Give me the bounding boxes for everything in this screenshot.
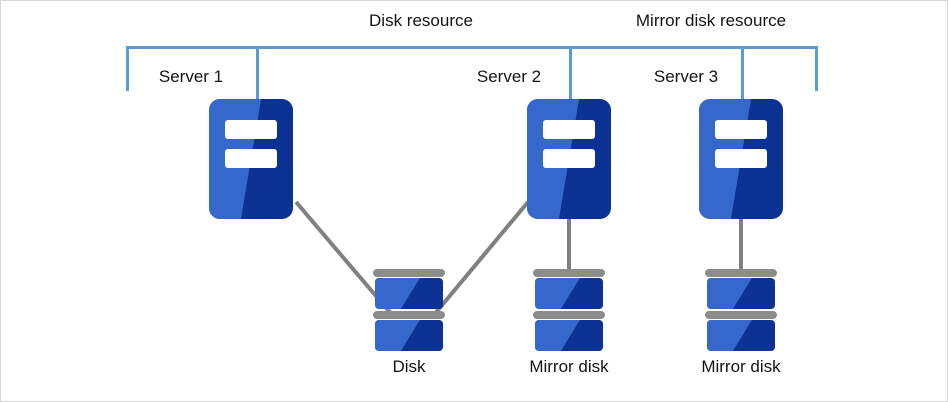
connector-server2-to-disk bbox=[432, 200, 530, 317]
server-slot-bar bbox=[543, 120, 595, 139]
disk-highlight bbox=[375, 278, 420, 309]
disk-highlight bbox=[375, 320, 420, 351]
caption-mirror-disk-2: Mirror disk bbox=[701, 357, 781, 376]
server-slot-bar bbox=[543, 149, 595, 168]
disk-highlight bbox=[535, 320, 580, 351]
server-icon-2[interactable] bbox=[527, 99, 611, 219]
server-slot-bar bbox=[715, 120, 767, 139]
disk-platter bbox=[375, 320, 443, 351]
disk-icon-mirror-2[interactable] bbox=[705, 269, 777, 351]
server-label-3: Server 3 bbox=[653, 67, 719, 86]
disk-highlight bbox=[707, 278, 752, 309]
disk-plate bbox=[533, 311, 605, 319]
disk-platter bbox=[535, 320, 603, 351]
disk-plate bbox=[373, 311, 445, 319]
disk-platter bbox=[535, 278, 603, 309]
caption-disk: Disk bbox=[392, 357, 426, 376]
disk-platter bbox=[707, 320, 775, 351]
disk-plate bbox=[705, 311, 777, 319]
resource-tick-server2-server3 bbox=[569, 46, 572, 99]
disk-highlight bbox=[707, 320, 752, 351]
resource-tick-right bbox=[741, 46, 744, 99]
connector-server2-to-mirror-disk-1 bbox=[567, 217, 571, 273]
connector-server3-to-mirror-disk-2 bbox=[739, 217, 743, 273]
disk-icon-shared[interactable] bbox=[373, 269, 445, 351]
resource-tick-left bbox=[126, 46, 129, 91]
server-slot-bar bbox=[225, 149, 277, 168]
caption-mirror-disk-1: Mirror disk bbox=[529, 357, 609, 376]
disk-icon-mirror-1[interactable] bbox=[533, 269, 605, 351]
disk-plate bbox=[373, 269, 445, 277]
server-label-2: Server 2 bbox=[476, 67, 542, 86]
server-slot-bar bbox=[225, 120, 277, 139]
resource-tick-server1-server2 bbox=[256, 46, 259, 99]
disk-platter bbox=[707, 278, 775, 309]
server-slot-bar bbox=[715, 149, 767, 168]
disk-platter bbox=[375, 278, 443, 309]
server-label-1: Server 1 bbox=[158, 67, 224, 86]
disk-plate bbox=[533, 269, 605, 277]
resource-label-mirror-disk: Mirror disk resource bbox=[635, 11, 787, 30]
server-icon-3[interactable] bbox=[699, 99, 783, 219]
server-icon-1[interactable] bbox=[209, 99, 293, 219]
resource-tick-line-end bbox=[815, 46, 818, 91]
resource-bracket-line bbox=[126, 46, 818, 49]
resource-label-disk: Disk resource bbox=[369, 11, 473, 30]
disk-highlight bbox=[535, 278, 580, 309]
disk-plate bbox=[705, 269, 777, 277]
